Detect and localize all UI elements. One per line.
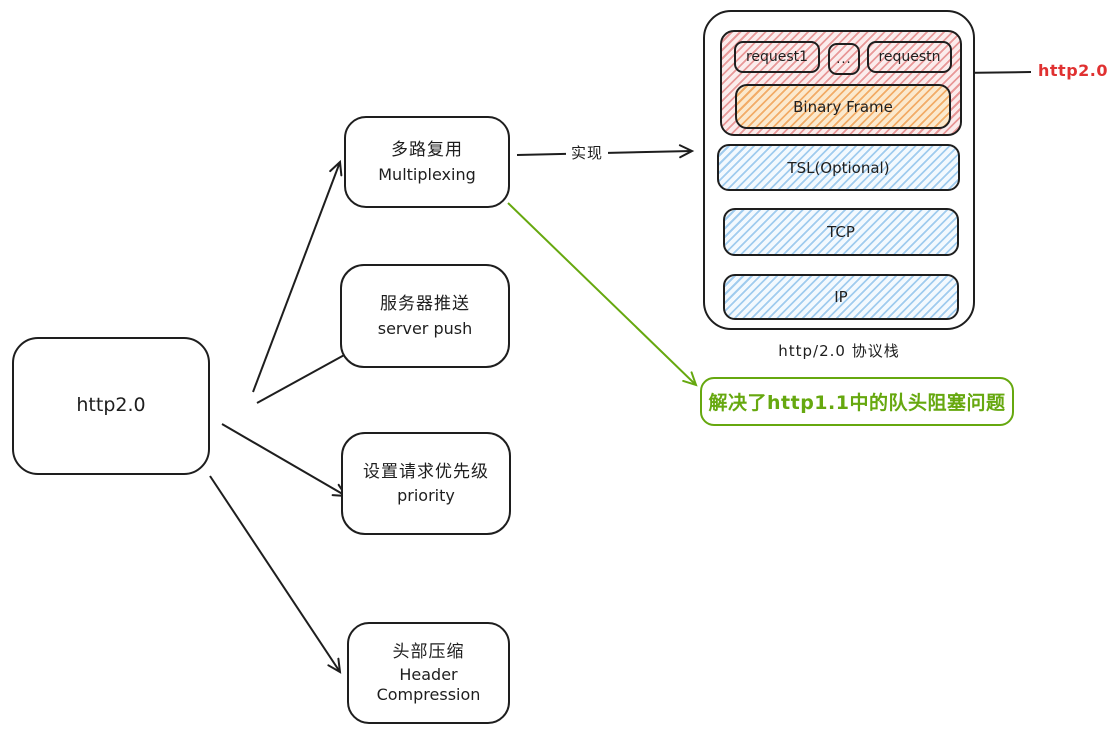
- feature-box-server-push: 服务器推送 server push: [340, 264, 510, 368]
- stack-caption: http/2.0 协议栈: [778, 342, 900, 360]
- http2-pointer-label: http2.0: [1038, 61, 1108, 80]
- realize-edge-label: 实现: [566, 142, 609, 163]
- binary-frame-box: Binary Frame: [735, 84, 951, 129]
- feature-label-zh: 服务器推送: [380, 294, 470, 315]
- arrow-root-to-priority: [221, 423, 348, 498]
- frames-group: request1 ... requestn Binary Frame: [720, 30, 962, 136]
- feature-box-multiplexing: 多路复用 Multiplexing: [344, 116, 510, 208]
- feature-label-zh: 设置请求优先级: [363, 461, 489, 482]
- protocol-stack-container: request1 ... requestn Binary Frame TSL(O…: [703, 10, 975, 330]
- root-node-http2: http2.0: [12, 337, 210, 475]
- root-node-label: http2.0: [76, 394, 146, 417]
- layer-ip: IP: [723, 274, 959, 320]
- layer-tcp: TCP: [723, 208, 959, 256]
- layer-tsl: TSL(Optional): [717, 144, 960, 191]
- requestn-box: requestn: [867, 41, 952, 73]
- request1-box: request1: [734, 41, 820, 73]
- feature-label-zh: 多路复用: [391, 140, 463, 161]
- feature-label-en: Multiplexing: [378, 164, 476, 184]
- arrow-root-to-multiplexing: [252, 159, 343, 393]
- feature-label-en: server push: [377, 318, 473, 338]
- feature-box-priority: 设置请求优先级 priority: [341, 432, 511, 535]
- requests-ellipsis-box: ...: [828, 43, 860, 75]
- feature-label-zh: 头部压缩: [392, 641, 465, 662]
- solution-note: 解决了http1.1中的队头阻塞问题: [700, 377, 1014, 426]
- feature-label-en: Header Compression: [376, 664, 481, 705]
- feature-box-header-compression: 头部压缩 Header Compression: [347, 622, 510, 724]
- feature-label-en: priority: [397, 486, 455, 506]
- arrow-root-to-header-compression: [209, 475, 342, 674]
- arrow-multiplexing-to-note: [507, 202, 698, 387]
